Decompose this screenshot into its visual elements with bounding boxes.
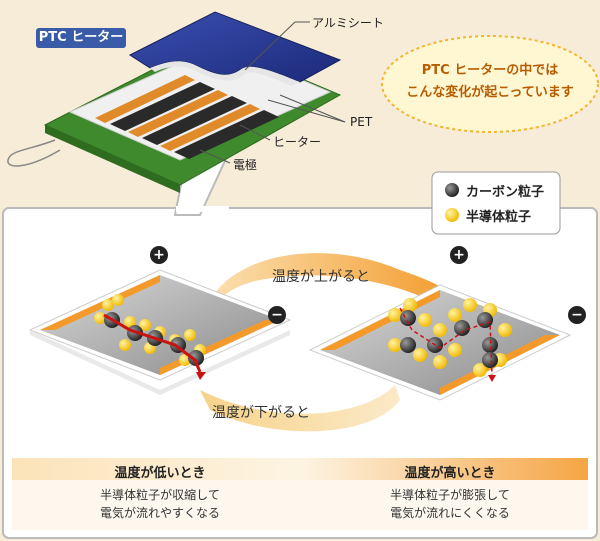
pet-label: PET bbox=[350, 115, 373, 129]
legend-box bbox=[431, 171, 561, 235]
heater-label: ヒーター bbox=[273, 135, 322, 149]
arc-temp-down bbox=[200, 385, 400, 432]
heater-stripes bbox=[95, 75, 279, 159]
high-temp-line-1: 半導体粒子が膨張して bbox=[390, 488, 510, 502]
explanation-bubble-text: PTC ヒーターの中では こんな変化が起こっています bbox=[390, 60, 590, 104]
ptc-badge-bg bbox=[36, 28, 126, 48]
zoom-pointer-join bbox=[176, 206, 229, 212]
right-particles bbox=[388, 298, 512, 382]
low-temp-line-1: 半導体粒子が収縮して bbox=[100, 488, 220, 502]
temp-down-label: 温度が下がると bbox=[212, 405, 310, 421]
column-header-bar bbox=[12, 458, 588, 480]
low-temp-heading: 温度が低いとき bbox=[114, 466, 206, 481]
bubble-line-1: PTC ヒーターの中では bbox=[421, 63, 559, 78]
semiconductor-legend-icon bbox=[445, 208, 459, 222]
right-plus-terminal-icon: + bbox=[450, 246, 468, 264]
heater-illustration bbox=[7, 11, 346, 193]
high-temp-description: 半導体粒子が膨張して 電気が流れにくくなる bbox=[330, 486, 570, 522]
low-temp-description: 半導体粒子が収縮して 電気が流れやすくなる bbox=[40, 486, 280, 522]
aluminum-sheet-label: アルミシート bbox=[312, 16, 384, 30]
arc-temp-up bbox=[210, 253, 460, 310]
electrode-label: 電極 bbox=[233, 158, 258, 172]
temp-up-label: 温度が上がると bbox=[272, 269, 370, 285]
low-temp-line-2: 電気が流れやすくなる bbox=[99, 506, 220, 520]
left-plus-terminal-icon: + bbox=[150, 246, 168, 264]
left-particles bbox=[94, 294, 206, 380]
left-minus-terminal-icon: − bbox=[268, 306, 286, 324]
ptc-badge-label: PTC ヒーター bbox=[38, 30, 124, 45]
bubble-line-2: こんな変化が起こっています bbox=[406, 85, 574, 100]
carbon-legend-icon bbox=[445, 183, 459, 197]
explanation-bubble bbox=[381, 35, 599, 133]
high-temp-line-2: 電気が流れにくくなる bbox=[390, 506, 510, 520]
high-temp-heading: 温度が高いとき bbox=[404, 466, 496, 481]
right-minus-terminal-icon: − bbox=[568, 306, 586, 324]
legend-semiconductor-label: 半導体粒子 bbox=[466, 210, 532, 225]
legend-carbon-label: カーボン粒子 bbox=[466, 185, 545, 200]
column-body-area bbox=[12, 480, 588, 530]
